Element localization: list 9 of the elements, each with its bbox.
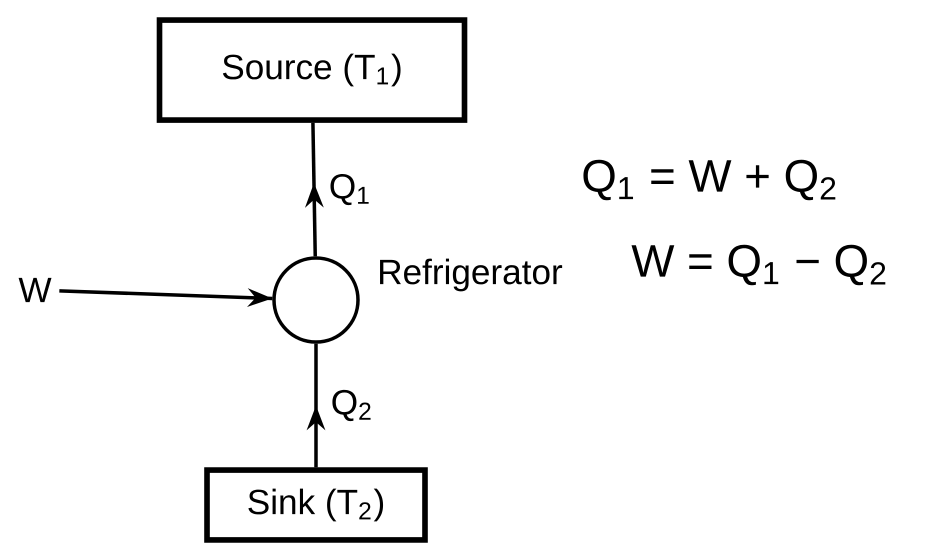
edge-label: Q$_{2}$ [332, 390, 371, 422]
process-box: Source (T$_{1}$) [156, 17, 468, 123]
refrigerator-circle [272, 256, 360, 344]
equation: W = Q$_{1}$ − Q$_{2}$ [632, 244, 886, 286]
edge-label: Q$_{1}$ [330, 174, 369, 206]
input-label: W [18, 278, 52, 302]
process-box: Sink (T$_{2}$) [204, 467, 428, 543]
node-caption: Refrigerator [380, 258, 562, 292]
equation: Q$_{1}$ = W + Q$_{2}$ [583, 160, 836, 200]
